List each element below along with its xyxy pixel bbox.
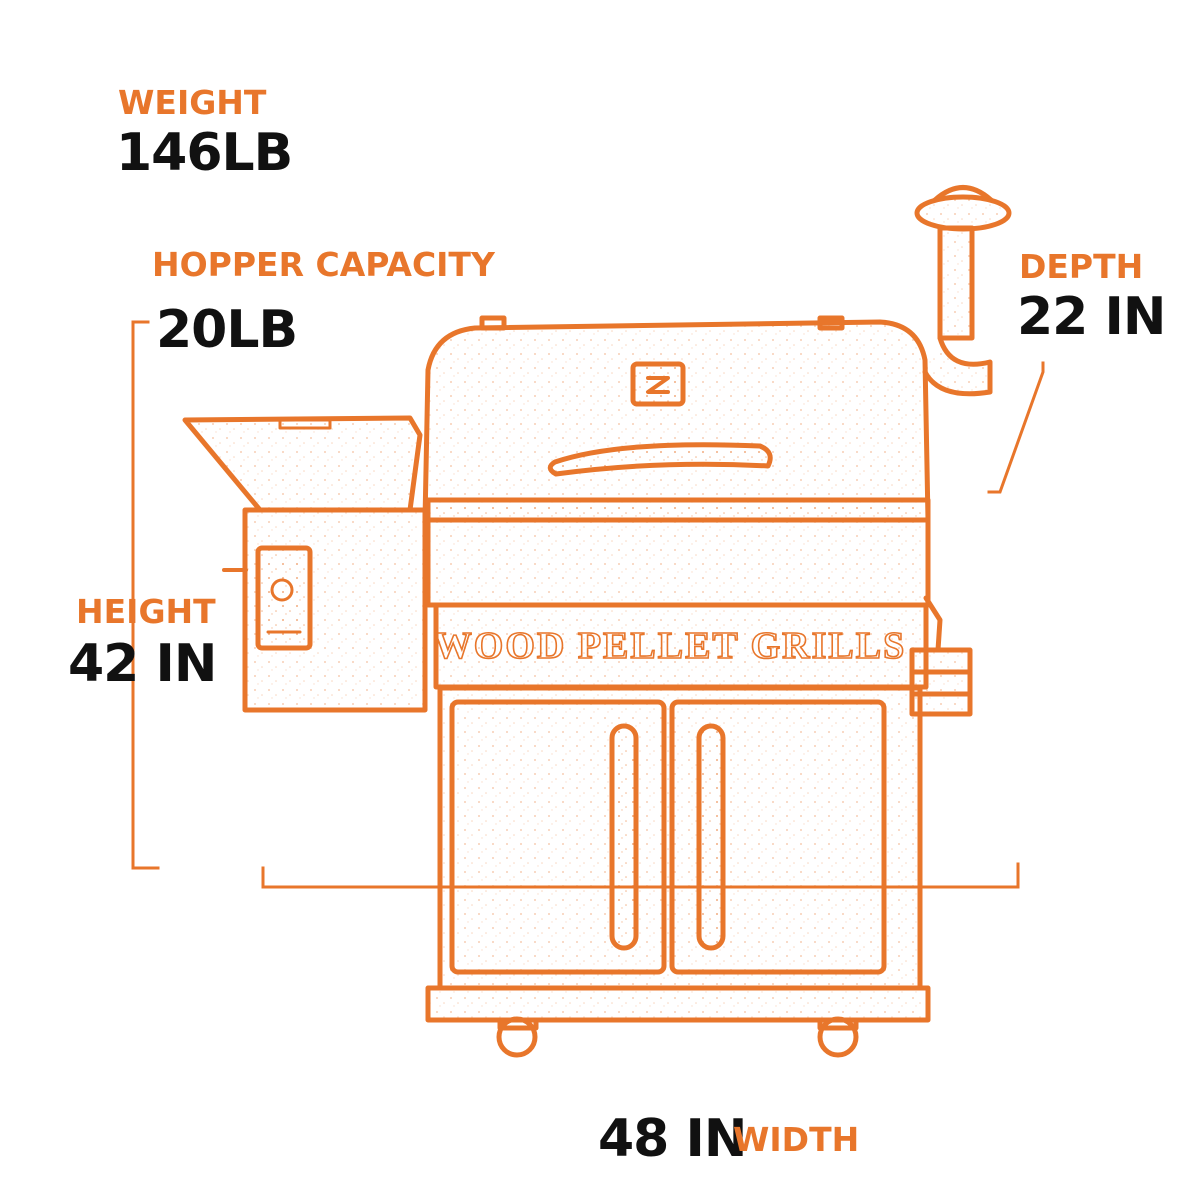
weight-value: 146LB: [116, 123, 293, 183]
width-value: 48 IN: [598, 1109, 747, 1169]
height-value: 42 IN: [68, 634, 217, 694]
width-dimension-line: [261, 862, 1020, 889]
nameplate-text: WOOD PELLET GRILLS: [434, 625, 906, 667]
cabinet-door-left: [449, 699, 667, 975]
cabinet-door-right: [669, 699, 887, 975]
dimension-lines: [131, 320, 1045, 889]
weight-label: WEIGHT: [118, 83, 267, 122]
depth-label: DEPTH: [1019, 247, 1144, 286]
width-label: WIDTH: [733, 1120, 860, 1159]
hopper-capacity-label: HOPPER CAPACITY: [152, 245, 495, 284]
lid-handle: [547, 442, 773, 477]
door-handle-left: [609, 723, 639, 951]
chimney-stack: [914, 185, 1012, 397]
grill-lid: [422, 315, 931, 523]
grill-body: [425, 497, 931, 608]
height-dimension-line: [131, 320, 160, 870]
height-label: HEIGHT: [76, 592, 216, 631]
nameplate-panel: [433, 602, 929, 690]
hopper-capacity-value: 20LB: [156, 300, 298, 360]
side-hooks: [909, 595, 973, 717]
door-handle-right: [696, 723, 726, 951]
wheels: [496, 1016, 859, 1058]
bottom-tray: [425, 985, 931, 1023]
depth-value: 22 IN: [1017, 287, 1166, 347]
hopper: [182, 415, 428, 713]
control-panel: [255, 545, 313, 651]
grill-illustration: [182, 185, 1012, 1058]
depth-dimension-line: [987, 361, 1045, 494]
storage-cabinet: [437, 685, 923, 991]
